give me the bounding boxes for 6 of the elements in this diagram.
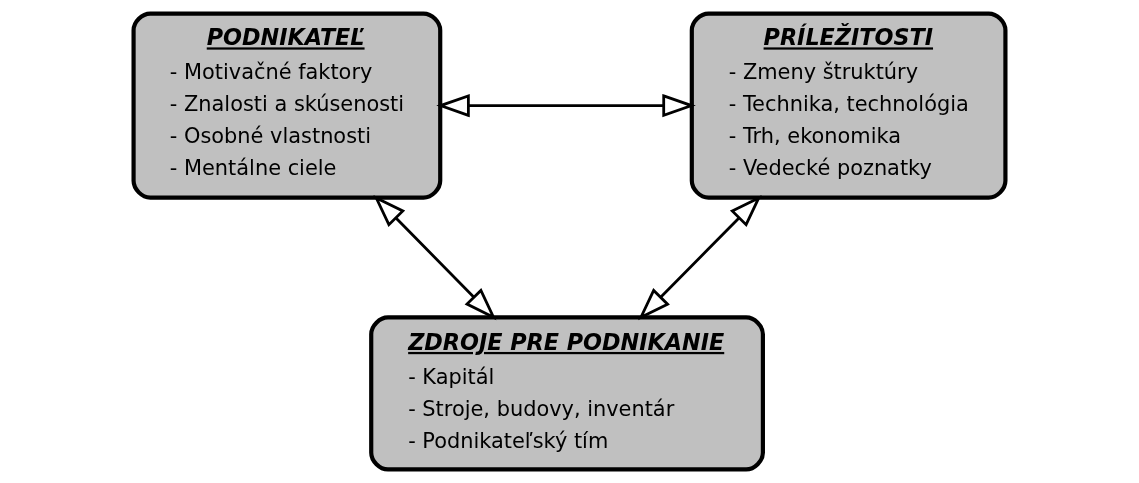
arrow — [436, 93, 696, 118]
node-box: PRÍLEŽITOSTI - Zmeny štruktúry - Technika, technológia - Trh, ekonomika - Vedecké poznatky — [689, 11, 1008, 200]
node-box: ZDROJE PRE PODNIKANIE - Kapitál - Stroje, budovy, inventár - Podnikateľský tím — [369, 315, 765, 472]
arrow — [638, 194, 762, 321]
arrow — [373, 194, 497, 321]
node-box: PODNIKATEĽ - Motivačné faktory - Znalosti a skúsenosti - Osobné vlastnosti - Mentálne ciele — [131, 11, 443, 200]
